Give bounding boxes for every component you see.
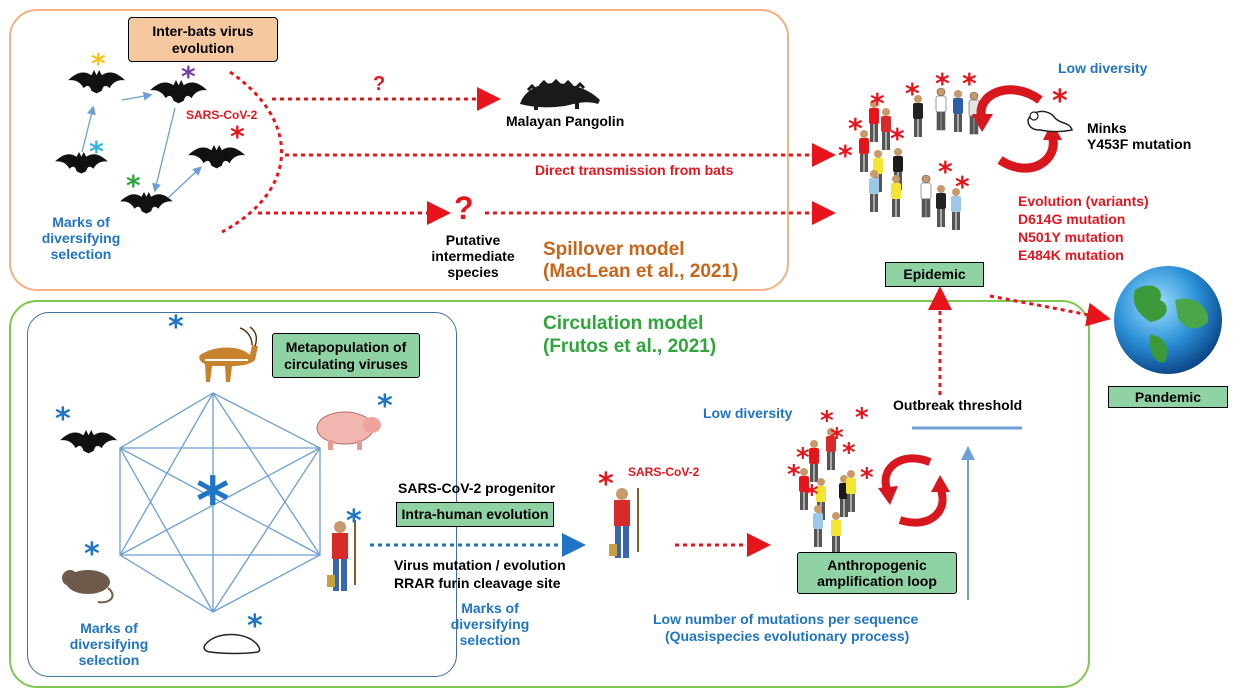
asterisk-icon: * [938, 155, 953, 188]
sars-cov2-center: SARS-CoV-2 [628, 465, 700, 479]
asterisk-icon: * [820, 406, 834, 436]
inter-bats-evolution-box: Inter-bats virus evolution [128, 17, 278, 62]
sars-cov2-label: SARS-CoV-2 [186, 108, 258, 122]
quasispecies-label: (Quasispecies evolutionary process) [665, 628, 910, 644]
asterisk-icon: * [842, 438, 856, 468]
asterisk-icon: * [796, 443, 810, 473]
outbreak-threshold-label: Outbreak threshold [893, 397, 1023, 413]
metapopulation-box: Metapopulation of circulating viruses [272, 333, 420, 378]
asterisk-icon: * [126, 169, 141, 202]
asterisk-icon: * [860, 463, 874, 493]
asterisk-icon: * [181, 60, 196, 93]
question-mark-big: ? [454, 190, 474, 226]
spillover-model-citation: (MacLean et al., 2021) [543, 261, 739, 282]
evolution-variants-title: Evolution (variants) [1018, 193, 1149, 209]
asterisk-icon: * [346, 504, 362, 539]
asterisk-icon: * [377, 389, 393, 424]
circulation-model-citation: (Frutos et al., 2021) [543, 336, 717, 357]
rat-icon [62, 570, 114, 604]
asterisk-icon: * [168, 310, 184, 345]
progenitor-label: SARS-CoV-2 progenitor [398, 480, 556, 496]
asterisk-icon: * [598, 467, 614, 502]
direct-transmission-label: Direct transmission from bats [535, 162, 734, 178]
farmer-icon [327, 520, 356, 591]
cycle-arrows-icon [878, 454, 950, 527]
question-mark-small: ? [373, 73, 386, 95]
spillover-model-title: Spillover model [543, 239, 685, 260]
putative-species-label: Putative intermediate species [431, 232, 515, 281]
circulation-model-title: Circulation model [543, 313, 704, 334]
farmer-icon [609, 488, 639, 558]
asterisk-icon: * [830, 423, 844, 453]
pandemic-label: Pandemic [1108, 386, 1228, 408]
bat-icon [150, 80, 208, 104]
minks-label: Minks Y453F mutation [1087, 120, 1192, 153]
mutation-n501y: N501Y mutation [1018, 229, 1124, 245]
asterisk-icon: * [848, 112, 863, 145]
malayan-pangolin-label: Malayan Pangolin [506, 113, 625, 129]
network-lines [119, 392, 321, 613]
asterisk-icon: * [91, 47, 106, 80]
asterisk-icon: * [1052, 84, 1068, 119]
pig-icon [316, 411, 381, 450]
asterisk-icon: * [870, 87, 885, 120]
marks-diversifying-mid: Marks of diversifying selection [450, 600, 530, 649]
cycle-arrows-icon [972, 85, 1062, 173]
low-diversity-bottom: Low diversity [703, 405, 793, 421]
asterisk-icon: * [855, 403, 869, 433]
virus-mutation-label: Virus mutation / evolution [394, 557, 566, 573]
low-number-mutations: Low number of mutations per sequence [653, 611, 919, 627]
asterisk-icon: * [962, 67, 977, 100]
mutation-d614g: D614G mutation [1018, 211, 1126, 227]
asterisk-icon: * [905, 77, 920, 110]
marks-diversifying-top: Marks of diversifying selection [41, 214, 121, 263]
globe-icon [1114, 266, 1222, 374]
asterisk-icon: * [196, 465, 230, 539]
asterisk-icon: * [805, 480, 819, 510]
asterisk-icon: * [935, 67, 950, 100]
asterisk-icon: * [787, 460, 801, 490]
asterisk-icon: * [89, 135, 104, 168]
rrar-label: RRAR furin cleavage site [394, 575, 561, 591]
asterisk-icon: * [230, 120, 245, 153]
asterisk-icon: * [55, 402, 71, 437]
gazelle-icon [199, 326, 258, 382]
marks-diversifying-left: Marks of diversifying selection [69, 620, 149, 669]
asterisk-icon: * [838, 139, 853, 172]
asterisk-icon: * [890, 122, 905, 155]
asterisk-icon: * [955, 170, 970, 203]
metapopulation-panel [27, 312, 457, 677]
pangolin-icon [520, 78, 600, 110]
epidemic-label: Epidemic [885, 262, 984, 287]
ferret-icon [203, 633, 261, 655]
circulation-panel [9, 300, 1090, 688]
mutation-e484k: E484K mutation [1018, 247, 1124, 263]
asterisk-icon: * [247, 609, 263, 644]
amplification-loop-box: Anthropogenic amplification loop [797, 552, 957, 594]
intra-human-evolution-box: Intra-human evolution [396, 502, 554, 527]
low-diversity-top: Low diversity [1058, 60, 1148, 76]
spillover-panel [9, 9, 789, 291]
mink-icon [1027, 110, 1073, 133]
asterisk-icon: * [84, 537, 100, 572]
